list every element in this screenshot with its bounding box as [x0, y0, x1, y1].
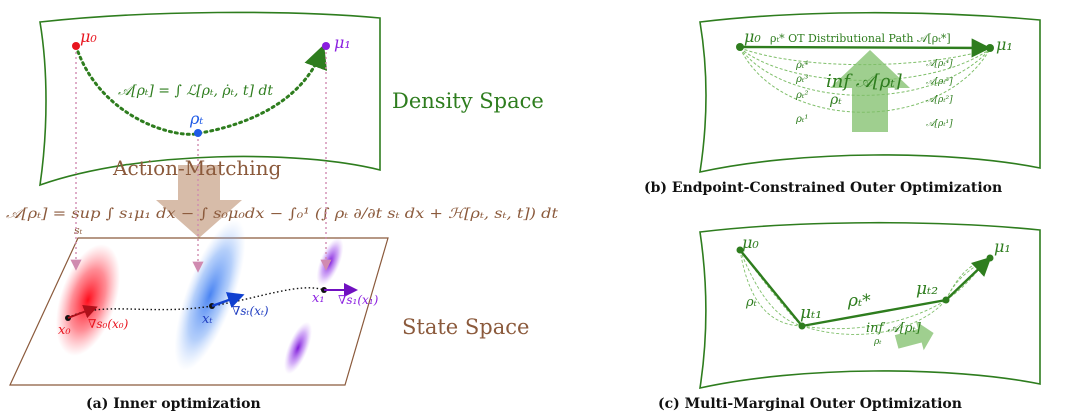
optimal-path [739, 38, 991, 58]
caption-b: (b) Endpoint-Constrained Outer Optimizat… [644, 180, 1002, 196]
candidate-path-2 [739, 47, 991, 96]
mu0-label: μ₀ [80, 27, 97, 46]
grad-s1-label: ∇s₁(x₁) [338, 293, 379, 307]
action-formula: 𝒜[ρₜ] = ∫ ℒ[ρₜ, ρ̇ₜ, t] dt [118, 83, 273, 99]
panel-c-candidate-path [945, 257, 991, 301]
density-space-label: Density Space [392, 89, 544, 113]
caption-a: (a) Inner optimization [86, 396, 261, 412]
xt-label: xₜ [202, 312, 213, 327]
x1-label: x₁ [312, 291, 325, 306]
panel-b-mu1-label: μ₁ [996, 35, 1013, 54]
rho-t3-label: ρₜ³ [795, 74, 808, 85]
rho-t4-label: ρₜ⁴ [795, 60, 808, 71]
panel-c-candidate-path [801, 299, 947, 330]
rho-t-point [194, 129, 202, 137]
panel-b: μ₀ μ₁ ρₜ* OT Distributional Path 𝒜[ρₜ*] … [644, 11, 1041, 196]
panel-c-mu0-point [736, 246, 744, 254]
panel-c-candidate-path [739, 249, 803, 327]
ot-path-label: ρₜ* OT Distributional Path 𝒜[ρₜ*] [770, 32, 951, 45]
rho-t1-label: ρₜ¹ [795, 114, 808, 125]
panel-c-mu1-label: μ₁ [994, 237, 1011, 256]
panel-c-candidate-path [739, 249, 803, 327]
density-space-sheet [39, 11, 381, 187]
panel-c-mu-t1-label: μₜ₁ [800, 303, 822, 323]
panel-c-inf-label: inf 𝒜[ρₜ] [866, 321, 922, 336]
panel-c-rho-t-bottom: ρₜ [873, 337, 882, 347]
mu1-label: μ₁ [334, 33, 351, 52]
grad-s0-label: ∇s₀(x₀) [88, 317, 129, 331]
grad-st-arrow [211, 292, 245, 308]
candidate-path-1 [739, 47, 991, 113]
panel-c-mu-t1-point [798, 322, 806, 330]
action-matching-label: Action-Matching [112, 156, 282, 180]
panel-c-mu-t2-label: μₜ₂ [916, 279, 938, 299]
purple-density-blob-2 [284, 321, 312, 375]
panel-c-optimal-path [739, 249, 992, 328]
inner-formula: 𝒜[ρₜ] = sup ∫ s₁μ₁ dx − ∫ s₀μ₀dx − ∫₀¹ (… [6, 206, 558, 222]
panel-c-mu-t2-point [942, 296, 950, 304]
action-rho2-label: 𝒜[ρₜ²] [926, 95, 953, 105]
panel-c-rho-t-star: ρₜ* [847, 291, 871, 311]
blue-density-blob-1 [174, 219, 246, 371]
caption-c: (c) Multi-Marginal Outer Optimization [658, 396, 962, 412]
inf-action-label: inf 𝒜[ρₜ] [826, 71, 903, 92]
panel-c-sheet [699, 221, 1041, 390]
panel-c: μ₀ μ₁ μₜ₁ μₜ₂ ρₜ* ρₜ inf 𝒜[ρₜ] ρₜ (c) Mu… [658, 221, 1041, 412]
panel-c-rho-t-left: ρₜ [745, 295, 758, 310]
panel-b-rho-t: ρₜ [829, 92, 842, 108]
mu1-point [322, 42, 330, 50]
state-space-label: State Space [402, 315, 529, 339]
grad-s0-arrow [67, 305, 98, 319]
grad-st-label: ∇sₜ(xₜ) [232, 304, 269, 318]
panel-a: Density Space μ₀ μ₁ ρₜ 𝒜[ρₜ] = ∫ ℒ[ρₜ, ρ… [6, 11, 558, 412]
panel-c-mu0-label: μ₀ [742, 233, 759, 252]
panel-b-mu0-label: μ₀ [744, 27, 761, 46]
action-matching-arrow [156, 165, 242, 238]
rho-t2-label: ρₜ² [795, 90, 808, 101]
rho-t-label: ρₜ [189, 109, 203, 128]
red-density-blob [55, 244, 121, 356]
panel-c-mu1-point [986, 254, 994, 262]
panel-b-mu1-point [986, 44, 994, 52]
x0-label: x₀ [58, 323, 71, 338]
panel-b-mu0-point [736, 43, 744, 51]
sup-subscript: sₜ [74, 224, 83, 237]
action-rho4-label: 𝒜[ρₜ⁴] [926, 59, 953, 69]
action-rho3-label: 𝒜[ρₜ³] [926, 77, 953, 87]
action-rho1-label: 𝒜[ρₜ¹] [926, 119, 953, 129]
mu0-point [72, 42, 80, 50]
panel-c-candidate-path [801, 299, 947, 335]
minimization-arrow [830, 50, 910, 132]
panel-c-minimization-arrow [894, 321, 934, 351]
